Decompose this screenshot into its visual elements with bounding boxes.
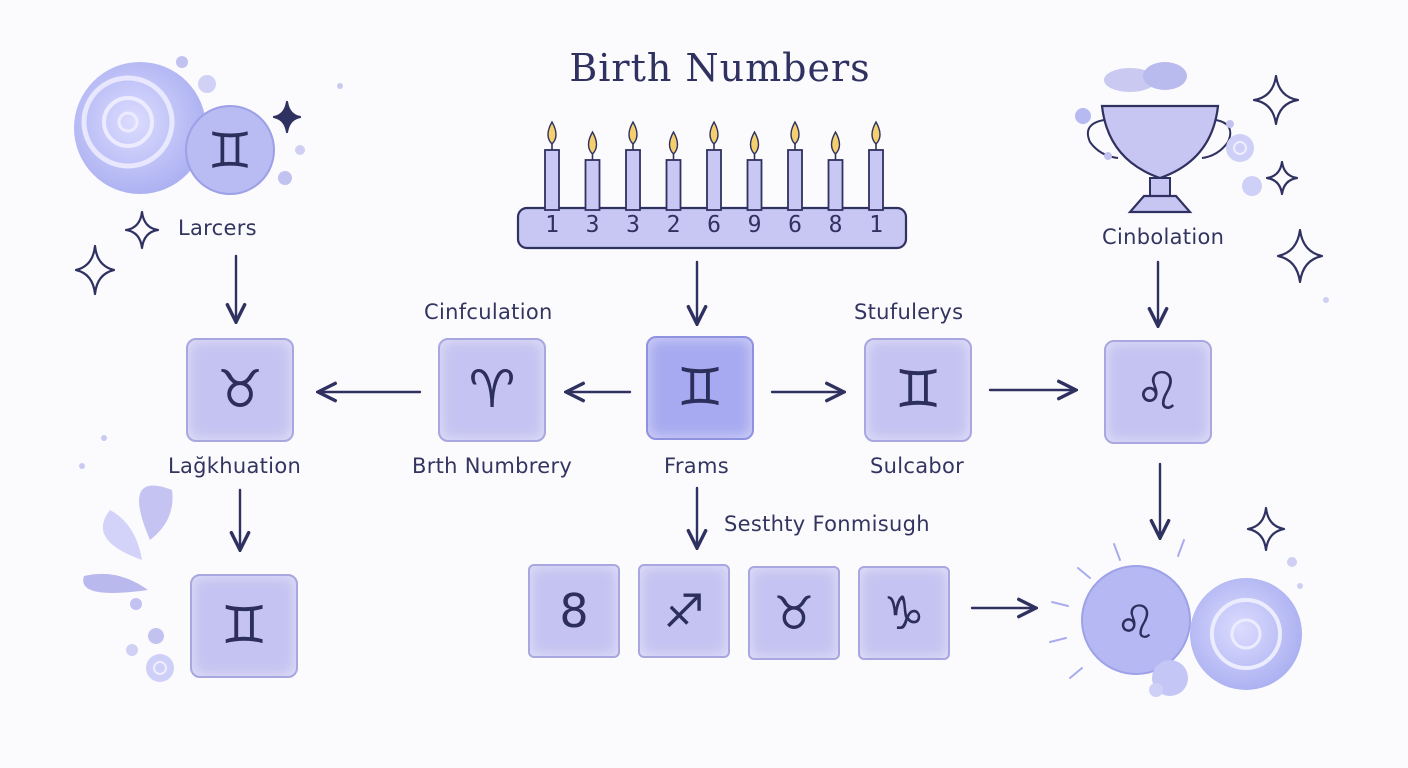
tile-mid-right: ♊ bbox=[864, 338, 972, 442]
taurus-icon: ♉ bbox=[773, 586, 815, 640]
tile-center: ♊ bbox=[646, 336, 754, 440]
candles bbox=[544, 120, 884, 211]
flame-icon bbox=[547, 120, 557, 145]
candle-number: 1 bbox=[869, 212, 883, 238]
candle-number: 2 bbox=[666, 212, 681, 238]
row-tile: 8 bbox=[528, 564, 620, 658]
label-top-left: Larcers bbox=[178, 216, 257, 240]
label-below-left: Lаğkhuation bbox=[168, 454, 302, 478]
candle bbox=[868, 149, 884, 211]
tile-right: ♌ bbox=[1104, 340, 1212, 444]
gemini-icon: ♊ bbox=[676, 358, 724, 418]
leo-icon: ♌ bbox=[1134, 362, 1182, 422]
tile-mid-left: ♈ bbox=[438, 338, 546, 442]
candle-number: 1 bbox=[545, 212, 559, 238]
candle-number: 6 bbox=[707, 212, 721, 238]
candle bbox=[625, 149, 641, 211]
sparkle-icons bbox=[74, 74, 1324, 552]
flame-icon bbox=[790, 120, 800, 145]
leaf-plant-icon bbox=[79, 435, 174, 682]
flame-icon bbox=[668, 130, 679, 155]
trophy-icon bbox=[1075, 62, 1329, 303]
candle bbox=[706, 149, 722, 211]
flame-icon bbox=[628, 120, 638, 145]
flame-icon bbox=[749, 130, 760, 155]
eight-glyph-icon: 8 bbox=[559, 584, 589, 638]
candle bbox=[584, 159, 601, 211]
flame-icon bbox=[709, 120, 719, 145]
flame-icon bbox=[830, 130, 841, 155]
capricorn-icon: ♑ bbox=[883, 586, 925, 640]
label-bottom-caption: Sesthty Fonmisugh bbox=[724, 512, 930, 536]
flame-icon bbox=[871, 120, 881, 145]
candle-number: 9 bbox=[747, 212, 762, 238]
row-tile: ♑ bbox=[858, 566, 950, 660]
tile-left: ♉ bbox=[186, 338, 294, 442]
label-top-right: Cinbolation bbox=[1102, 225, 1225, 249]
candle bbox=[544, 149, 560, 211]
sagittarius-icon: ♐ bbox=[663, 584, 705, 638]
candle bbox=[746, 159, 763, 211]
candle-number: 3 bbox=[626, 212, 640, 238]
orb-top-left-glyph-icon: ♊ bbox=[208, 122, 253, 180]
flame-icon bbox=[587, 130, 598, 155]
tile-bottom-left: ♊ bbox=[190, 574, 298, 678]
row-tile: ♉ bbox=[748, 566, 840, 660]
taurus-icon: ♉ bbox=[216, 360, 264, 420]
bottom-right-orb-cluster bbox=[1049, 539, 1303, 697]
label-below-mid-right: Sulcabor bbox=[870, 454, 965, 478]
orb-bottom-right-glyph-icon: ♌ bbox=[1115, 595, 1156, 649]
label-mid-left-above: Cinfculation bbox=[424, 300, 553, 324]
label-below-center: Frams bbox=[664, 454, 729, 478]
candle-number: 8 bbox=[828, 212, 843, 238]
candle-number: 3 bbox=[585, 212, 600, 238]
top-left-orb-cluster bbox=[74, 56, 343, 195]
candle bbox=[787, 149, 803, 211]
candle-number: 6 bbox=[788, 212, 802, 238]
aries-icon: ♈ bbox=[468, 360, 516, 420]
gemini-icon: ♊ bbox=[894, 360, 942, 420]
label-mid-right-above: Stufulerys bbox=[854, 300, 964, 324]
row-tile: ♐ bbox=[638, 564, 730, 658]
label-below-mid-left: Brth Numbrery bbox=[412, 454, 573, 478]
candle bbox=[827, 159, 844, 211]
gemini-icon: ♊ bbox=[220, 596, 268, 656]
flow-arrows bbox=[236, 254, 1160, 608]
candle bbox=[665, 159, 682, 211]
page-title: Birth Numbers bbox=[569, 46, 871, 90]
